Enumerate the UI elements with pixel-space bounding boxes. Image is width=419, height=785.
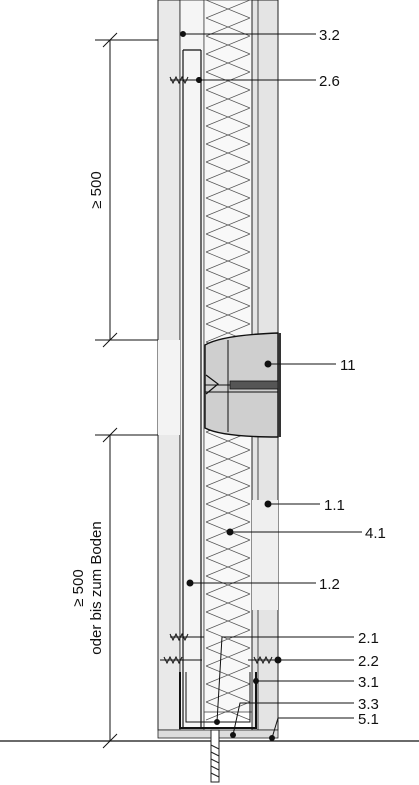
label-3-1: 3.1 xyxy=(358,674,379,691)
dim-lower-label-1: ≥ 500 xyxy=(70,569,87,606)
label-3-3: 3.3 xyxy=(358,696,379,713)
screw-lower xyxy=(160,632,282,665)
callouts: 3.2 2.6 11 1.1 4.1 1.2 2.1 2.2 3.1 3.3 5… xyxy=(319,27,386,728)
label-2-6: 2.6 xyxy=(319,73,340,90)
label-5-1: 5.1 xyxy=(358,711,379,728)
dim-upper-label: ≥ 500 xyxy=(88,171,105,208)
label-2-2: 2.2 xyxy=(358,653,379,670)
floor-anchor xyxy=(210,729,220,783)
dim-lower-label-2: oder bis zum Boden xyxy=(88,521,105,654)
label-4-1: 4.1 xyxy=(365,525,386,542)
socket-box xyxy=(204,332,281,438)
profile xyxy=(182,49,202,728)
label-2-1: 2.1 xyxy=(358,630,379,647)
label-11: 11 xyxy=(340,357,356,374)
label-3-2: 3.2 xyxy=(319,27,340,44)
label-1-1: 1.1 xyxy=(324,497,345,514)
dimension-lines xyxy=(95,32,158,749)
label-1-2: 1.2 xyxy=(319,576,340,593)
leader-lines xyxy=(180,31,362,741)
